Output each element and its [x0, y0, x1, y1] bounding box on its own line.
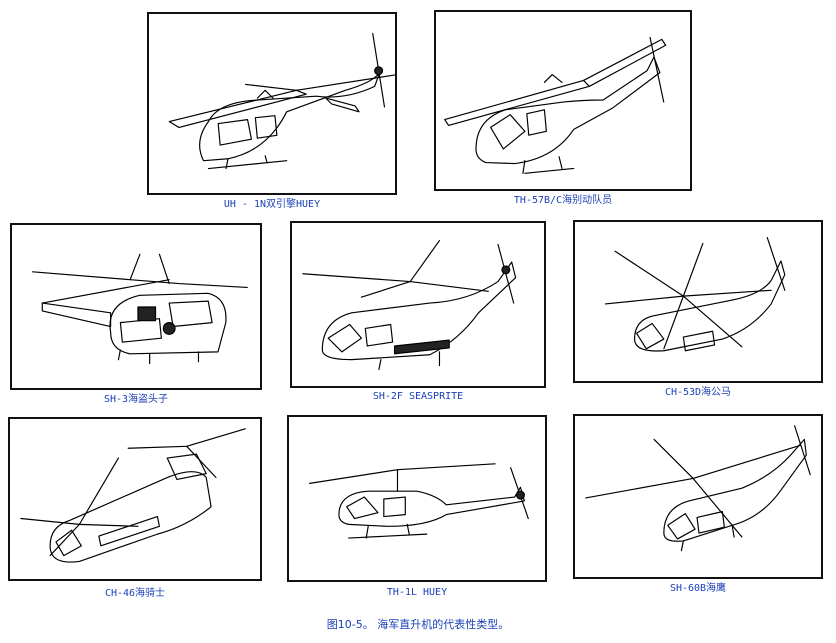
- figure-panel-ch-53d: [573, 220, 823, 383]
- figure-caption: 图10-5。 海军直升机的代表性类型。: [326, 618, 510, 631]
- caption-sh-2f: SH-2F SEASPRITE: [372, 391, 464, 402]
- sh-2f-helicopter-drawing: [302, 239, 517, 370]
- sh-60b-helicopter-drawing: [585, 425, 811, 552]
- sh-3-helicopter-drawing: [31, 253, 248, 365]
- ch-53d-helicopter-drawing: [604, 237, 786, 352]
- caption-ch-46: CH-46海骑士: [104, 588, 166, 599]
- figure-panel-th-57: [434, 10, 692, 191]
- figure-panel-uh-1n: [147, 12, 397, 195]
- caption-uh-1n: UH - 1N双引擎HUEY: [223, 199, 321, 210]
- uh-1n-helicopter-drawing: [168, 32, 395, 170]
- figure-panel-th-1l: [287, 415, 547, 582]
- caption-th-1l: TH-1L HUEY: [386, 587, 448, 598]
- caption-sh-3: SH-3海盗头子: [103, 394, 169, 405]
- figure-panel-sh-3: [10, 223, 262, 390]
- ch-46-helicopter-drawing: [20, 428, 246, 563]
- th-57-helicopter-drawing: [444, 36, 667, 174]
- figure-panel-sh-60b: [573, 414, 823, 579]
- caption-ch-53d: CH-53D海公马: [664, 387, 732, 398]
- th-1l-helicopter-drawing: [309, 463, 529, 539]
- caption-th-57: TH-57B/C海别动队员: [513, 195, 613, 206]
- figure-panel-sh-2f: [290, 221, 546, 388]
- caption-sh-60b: SH-60B海鹰: [669, 583, 727, 594]
- figure-panel-ch-46: [8, 417, 262, 581]
